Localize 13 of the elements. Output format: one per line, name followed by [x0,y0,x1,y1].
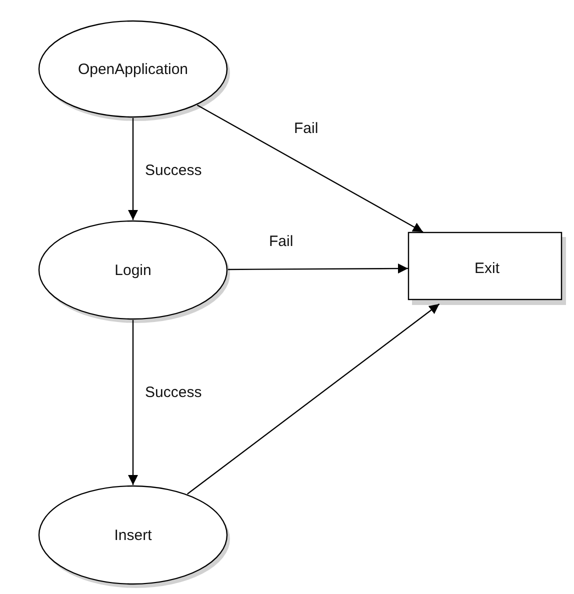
node-label: OpenApplication [78,60,188,78]
state-ellipse [38,485,228,585]
arrow [128,320,138,485]
state-ellipse [38,20,228,118]
state-ellipse [38,220,228,320]
node-label: Exit [474,260,500,276]
process-box [408,232,566,304]
node-label: Login [114,262,152,278]
arrow [128,118,138,220]
arrow [187,304,440,494]
arrow [228,264,408,274]
node-label: Insert [114,526,152,544]
arrow [196,104,424,233]
